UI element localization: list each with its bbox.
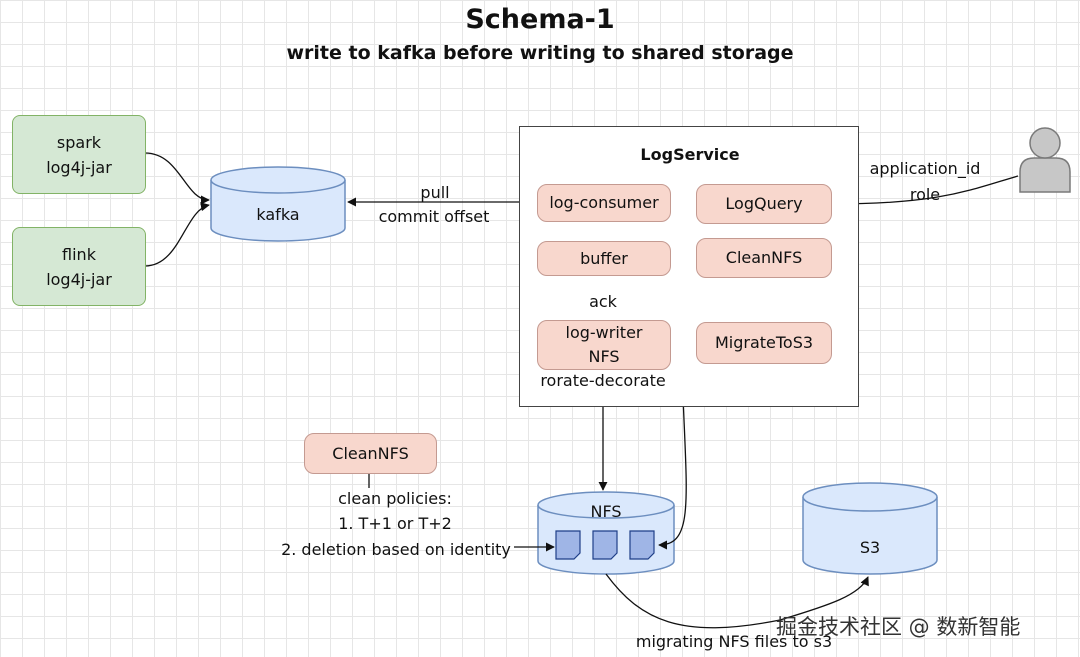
migration-label: migrating NFS files to s3 — [635, 632, 833, 651]
log-writer-label: log-writer — [565, 323, 643, 342]
user-icon — [1019, 127, 1071, 193]
cleannfs-external-label: CleanNFS — [332, 443, 409, 463]
log-consumer-node: log-consumer — [537, 184, 671, 222]
clean-policy-2: 2. deletion based on identity — [281, 540, 511, 559]
nfs-label: NFS — [590, 502, 622, 521]
s3-label: S3 — [859, 538, 881, 557]
rorate-decorate-label: rorate-decorate — [540, 371, 666, 390]
diagram-title: Schema-1 — [465, 4, 615, 35]
log-writer-nfs-label: NFS — [588, 347, 620, 366]
kafka-cylinder — [210, 166, 346, 242]
watermark-text: 掘金技术社区 @ 数新智能 — [776, 615, 1021, 639]
clean-policies-title: clean policies: — [338, 489, 452, 508]
spark-jar-label: log4j-jar — [46, 157, 112, 177]
cleannfs-external-node: CleanNFS — [304, 433, 437, 474]
logquery-label: LogQuery — [725, 194, 803, 213]
log-writer-node: log-writer NFS — [537, 320, 671, 370]
ack-label: ack — [583, 290, 623, 314]
role-label: role — [909, 185, 941, 204]
spark-source-node: spark log4j-jar — [12, 115, 146, 194]
flink-jar-label: log4j-jar — [46, 269, 112, 289]
spark-to-kafka-edge — [144, 152, 210, 205]
migrate-to-s3-label: MigrateToS3 — [714, 333, 814, 352]
commit-offset-label: commit offset — [378, 207, 490, 226]
flink-source-node: flink log4j-jar — [12, 227, 146, 306]
cleannfs-internal-label: CleanNFS — [725, 248, 803, 267]
spark-label: spark — [56, 132, 102, 152]
pull-label: pull — [420, 183, 450, 202]
migrate-to-s3-node: MigrateToS3 — [696, 322, 832, 364]
s3-cylinder — [802, 482, 938, 575]
diagram-subtitle: write to kafka before writing to shared … — [286, 42, 794, 64]
log-consumer-label: log-consumer — [549, 193, 659, 212]
nfs-file-icon — [629, 530, 655, 560]
buffer-label: buffer — [580, 248, 628, 268]
buffer-node: buffer — [537, 241, 671, 276]
nfs-to-s3-edge — [605, 573, 869, 629]
nfs-file-icon — [592, 530, 618, 560]
cleannfs-internal-node: CleanNFS — [696, 238, 832, 278]
clean-policy-1: 1. T+1 or T+2 — [338, 514, 452, 533]
kafka-label: kafka — [256, 205, 300, 224]
logservice-title: LogService — [640, 145, 740, 164]
logquery-node: LogQuery — [696, 184, 832, 224]
user-to-logquery-edge — [831, 175, 1019, 209]
flink-to-kafka-edge — [144, 202, 210, 267]
nfs-file-icon — [555, 530, 581, 560]
flink-label: flink — [62, 244, 96, 264]
application-id-label: application_id — [869, 159, 981, 178]
